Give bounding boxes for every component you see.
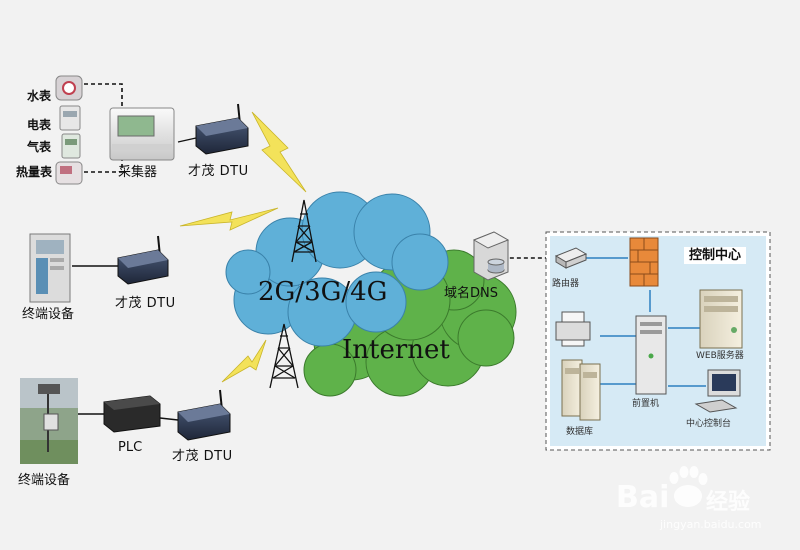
dtu-label-2: 才茂 DTU bbox=[115, 296, 176, 311]
printer-icon bbox=[555, 311, 591, 347]
plc-label: PLC bbox=[118, 440, 143, 455]
database-server-icon bbox=[561, 359, 601, 421]
web-server-label: WEB服务器 bbox=[696, 351, 744, 361]
dtu-device-icon-1 bbox=[195, 103, 249, 155]
front-end-label: 前置机 bbox=[632, 399, 660, 409]
mobile-network-label: 2G/3G/4G bbox=[258, 277, 388, 307]
electric-meter-label: 电表 bbox=[27, 118, 52, 132]
dtu-device-icon-2 bbox=[117, 235, 169, 285]
router-icon bbox=[554, 247, 588, 269]
terminal-label-2: 终端设备 bbox=[18, 473, 71, 488]
control-center-links bbox=[584, 257, 706, 387]
internet-label: Internet bbox=[342, 335, 450, 365]
gas-meter-icon bbox=[61, 133, 81, 159]
heat-meter-icon bbox=[55, 161, 83, 185]
plc-device-icon bbox=[103, 395, 161, 433]
watermark-brand-suffix: 经验 bbox=[706, 490, 751, 515]
plc-dtu-link bbox=[159, 417, 179, 421]
console-computer-icon bbox=[694, 369, 741, 413]
baidu-paw-icon bbox=[669, 466, 708, 507]
cell-tower-icon-1 bbox=[291, 199, 317, 263]
console-label: 中心控制台 bbox=[686, 419, 732, 429]
control-center-title: 控制中心 bbox=[684, 247, 747, 264]
electric-meter-icon bbox=[59, 105, 81, 131]
database-label: 数据库 bbox=[566, 427, 594, 437]
lightning-icon-2 bbox=[179, 207, 279, 231]
terminal-cabinet-icon bbox=[29, 233, 71, 303]
dtu-label-1: 才茂 DTU bbox=[188, 164, 249, 179]
collector-device-icon bbox=[109, 107, 175, 161]
router-label: 路由器 bbox=[552, 279, 580, 289]
collector-label: 采集器 bbox=[118, 165, 158, 180]
dtu-device-icon-3 bbox=[177, 389, 231, 441]
lightning-icon-1 bbox=[251, 111, 307, 193]
terminal-label-1: 终端设备 bbox=[22, 307, 75, 322]
collector-dtu-link bbox=[177, 137, 197, 143]
heat-meter-label: 热量表 bbox=[16, 165, 53, 179]
front-end-server-icon bbox=[635, 315, 667, 395]
dns-server-icon bbox=[472, 231, 510, 281]
cell-tower-icon-2 bbox=[269, 323, 299, 389]
watermark-brand: Bai bbox=[616, 480, 670, 515]
firewall-icon bbox=[629, 237, 659, 287]
terminal-weather-station-icon bbox=[20, 378, 78, 464]
dns-label: 域名DNS bbox=[444, 286, 498, 301]
water-meter-label: 水表 bbox=[27, 89, 52, 103]
dtu-label-3: 才茂 DTU bbox=[172, 449, 233, 464]
gas-meter-label: 气表 bbox=[27, 140, 52, 154]
lightning-icon-3 bbox=[221, 339, 267, 383]
mobile-network-cloud bbox=[225, 191, 449, 347]
web-server-icon bbox=[699, 289, 743, 349]
watermark-url: jingyan.baidu.com bbox=[660, 518, 762, 531]
water-meter-icon bbox=[55, 75, 83, 101]
lightning-icons bbox=[179, 111, 307, 383]
